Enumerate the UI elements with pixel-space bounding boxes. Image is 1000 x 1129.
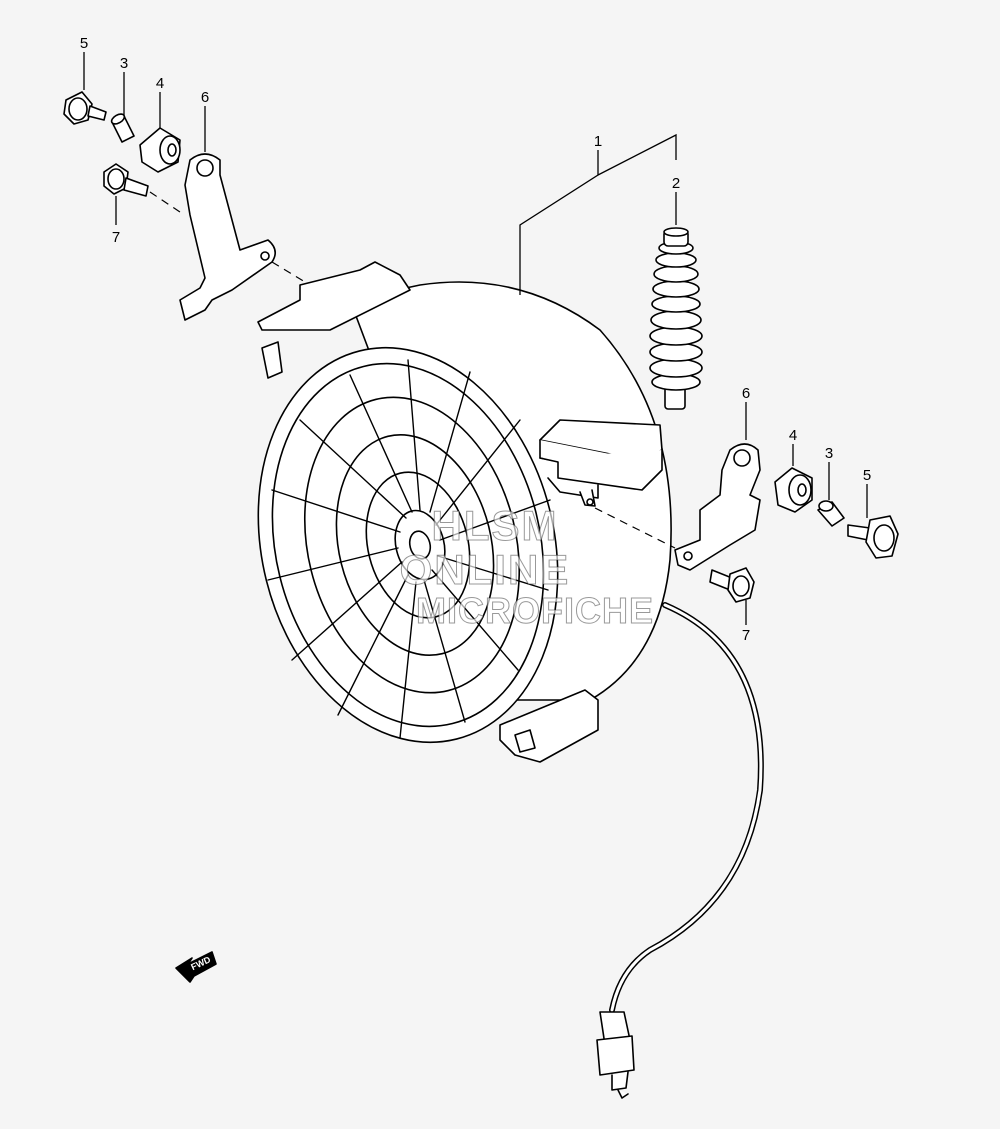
label-part-4-left: 4	[156, 75, 164, 92]
label-part-2: 2	[672, 175, 680, 192]
fwd-arrow	[175, 951, 217, 983]
right-bracket-hardware	[674, 443, 899, 603]
label-part-6-left: 6	[201, 89, 209, 106]
label-part-3-right: 3	[825, 445, 833, 462]
fan-motor-assembly	[257, 261, 764, 1099]
rubber-boot	[649, 227, 703, 410]
label-part-5-left: 5	[80, 35, 88, 52]
label-part-1: 1	[594, 133, 602, 150]
label-part-4-right: 4	[789, 427, 797, 444]
label-part-5-right: 5	[863, 467, 871, 484]
label-part-7-left: 7	[112, 229, 120, 246]
label-part-6-right: 6	[742, 385, 750, 402]
label-part-3-left: 3	[120, 55, 128, 72]
label-part-7-right: 7	[742, 627, 750, 644]
left-bracket-hardware	[63, 91, 276, 321]
